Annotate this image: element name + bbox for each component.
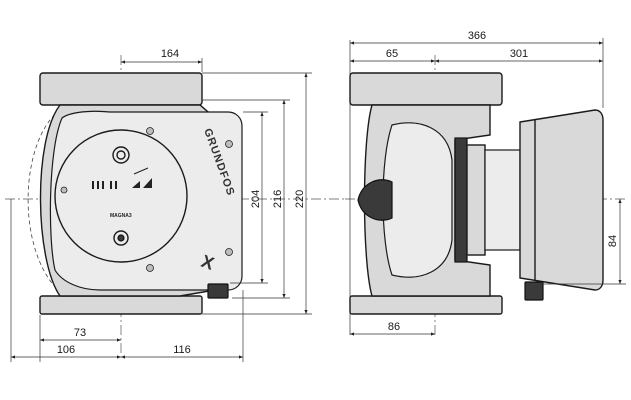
side-volute bbox=[382, 122, 453, 278]
dim-216-text: 216 bbox=[272, 190, 284, 208]
front-screws bbox=[60, 127, 233, 272]
front-top-flange bbox=[39, 72, 203, 106]
front-model-label: MAGNA3 bbox=[110, 213, 132, 219]
side-bottom-flange bbox=[349, 295, 503, 315]
dim-106-text: 106 bbox=[57, 344, 75, 356]
dim-220-text: 220 bbox=[294, 190, 306, 208]
front-cable-gland bbox=[207, 283, 229, 299]
dim-204-text: 204 bbox=[250, 190, 262, 208]
front-top-button-inner bbox=[116, 150, 126, 160]
front-bottom-flange bbox=[39, 295, 203, 315]
front-view: MAGNA3 GRUNDFOS X 164 204 216 220 73 106 bbox=[5, 48, 345, 362]
side-top-flange bbox=[349, 72, 503, 106]
dim-86-text: 86 bbox=[388, 321, 400, 333]
dim-164-text: 164 bbox=[161, 48, 179, 60]
front-top-button bbox=[112, 146, 130, 164]
side-view: 366 65 301 86 84 bbox=[345, 30, 628, 336]
side-neck-ring-1 bbox=[454, 137, 468, 263]
front-control-panel bbox=[54, 129, 188, 263]
side-neck-ring-2 bbox=[466, 144, 486, 256]
front-control-box bbox=[49, 110, 243, 291]
front-bottom-button-inner bbox=[117, 234, 125, 242]
dim-84-text: 84 bbox=[607, 235, 619, 247]
side-cable-gland bbox=[524, 281, 544, 301]
front-led-bars bbox=[92, 181, 117, 189]
front-brand-mark: X bbox=[199, 251, 218, 274]
side-motor-stator bbox=[484, 149, 521, 251]
front-hidden-arc bbox=[27, 109, 61, 293]
side-control-box bbox=[519, 109, 604, 291]
front-mode-icons bbox=[132, 167, 152, 188]
dim-366-text: 366 bbox=[468, 30, 486, 42]
front-bottom-button bbox=[113, 230, 129, 246]
side-nose bbox=[357, 179, 393, 221]
dim-73-text: 73 bbox=[74, 327, 86, 339]
dim-301-text: 301 bbox=[510, 48, 528, 60]
dim-65-text: 65 bbox=[386, 48, 398, 60]
dim-116-text: 116 bbox=[173, 344, 191, 356]
